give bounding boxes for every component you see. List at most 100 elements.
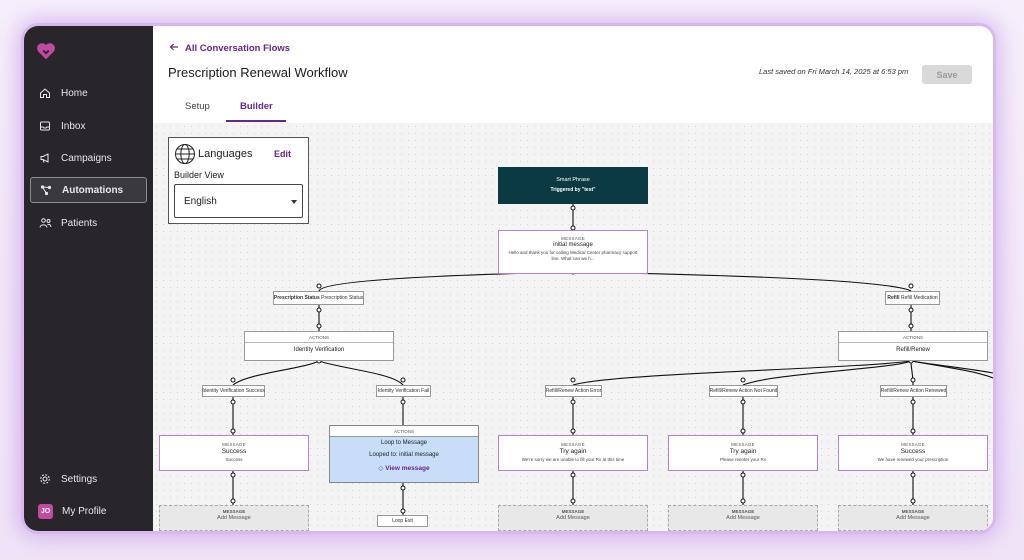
trigger-title: Smart Phrase	[556, 177, 590, 183]
flow-canvas[interactable]: Languages Edit Builder View English Smar…	[153, 123, 993, 531]
action-node-identity-verification[interactable]: ACTIONS Identity Verification	[244, 331, 394, 361]
add-message-kicker: MESSAGE	[561, 509, 585, 514]
message-node[interactable]: MESSAGE Try again We're sorry we are una…	[498, 435, 648, 471]
sidebar-item-label: Automations	[62, 184, 124, 196]
add-message-label: Add Message	[726, 515, 760, 521]
trigger-node[interactable]: Smart Phrase Triggered by "test"	[498, 167, 648, 204]
main-content: All Conversation Flows Prescription Rene…	[153, 26, 993, 531]
message-node[interactable]: MESSAGE Success Success	[159, 435, 309, 471]
chevron-down-icon	[291, 200, 297, 204]
megaphone-icon	[38, 151, 52, 165]
message-kicker: MESSAGE	[901, 442, 925, 447]
back-link-label: All Conversation Flows	[185, 43, 291, 54]
add-message-button[interactable]: MESSAGE Add Message	[159, 505, 309, 531]
message-kicker: MESSAGE	[222, 442, 246, 447]
view-message-link[interactable]: ◇ View message	[330, 464, 478, 472]
add-message-label: Add Message	[896, 515, 930, 521]
languages-panel: Languages Edit Builder View English	[168, 137, 309, 224]
sidebar-item-label: Patients	[61, 217, 98, 229]
add-message-button[interactable]: MESSAGE Add Message	[498, 505, 648, 531]
sidebar-item-profile[interactable]: JO My Profile	[30, 498, 147, 524]
active-tab-indicator	[226, 120, 286, 122]
add-message-button[interactable]: MESSAGE Add Message	[838, 505, 988, 531]
automation-icon	[39, 183, 53, 197]
page-title: Prescription Renewal Workflow	[168, 65, 348, 80]
outcome-pill[interactable]: Identity Verification Fail	[376, 385, 431, 397]
message-body: Hello and thank you for calling Medical …	[508, 250, 638, 262]
sidebar-item-automations[interactable]: Automations	[30, 177, 147, 203]
message-body: Please reenter your Rx	[719, 457, 767, 462]
message-node[interactable]: MESSAGE Success We have renewed your pre…	[838, 435, 988, 471]
tab-builder[interactable]: Builder	[240, 101, 273, 112]
message-kicker: MESSAGE	[561, 236, 585, 241]
arrow-left-icon	[169, 43, 179, 54]
sidebar: Home Inbox Campaigns Automations Patient…	[24, 26, 153, 531]
outcome-pill[interactable]: Identity Verification Success	[202, 385, 265, 397]
loop-title: Loop to Message	[380, 440, 428, 446]
last-saved-text: Last saved on Fri March 14, 2025 at 6:53…	[759, 67, 909, 76]
action-kicker: ACTIONS	[330, 426, 478, 437]
language-select[interactable]: English	[174, 184, 303, 218]
tab-setup[interactable]: Setup	[185, 101, 210, 112]
message-node[interactable]: MESSAGE Try again Please reenter your Rx	[668, 435, 818, 471]
sidebar-item-label: Campaigns	[61, 152, 112, 164]
sidebar-item-label: My Profile	[62, 505, 107, 517]
loop-target: Looped to: initial message	[369, 452, 439, 458]
language-select-value: English	[184, 195, 217, 207]
message-body: Success	[225, 457, 243, 462]
diamond-icon: ◇	[378, 465, 384, 472]
sidebar-item-settings[interactable]: Settings	[30, 466, 147, 492]
branch-keyword: Prescription Status	[273, 295, 320, 301]
app-window: Home Inbox Campaigns Automations Patient…	[24, 26, 993, 531]
loop-exit-pill[interactable]: Loop Exit	[377, 515, 428, 527]
outcome-pill[interactable]: Refill/Renew Action Renewed	[880, 385, 947, 397]
action-node-refill-renew[interactable]: ACTIONS Refill/Renew	[838, 331, 988, 361]
patients-icon	[38, 216, 52, 230]
loop-action-node[interactable]: ACTIONS Loop to Message Looped to: initi…	[329, 425, 479, 483]
message-title: Try again	[559, 448, 587, 455]
action-kicker: ACTIONS	[245, 332, 393, 343]
builder-view-label: Builder View	[174, 170, 224, 180]
branch-label: Refill Medication	[900, 295, 938, 301]
avatar: JO	[38, 503, 53, 519]
message-kicker: MESSAGE	[561, 442, 585, 447]
sidebar-item-label: Settings	[61, 473, 98, 485]
languages-edit-button[interactable]: Edit	[274, 149, 291, 159]
outcome-pill[interactable]: Refill/Renew Action Not Found	[709, 385, 778, 397]
back-link[interactable]: All Conversation Flows	[169, 43, 290, 54]
message-title: Try again	[729, 448, 757, 455]
add-message-kicker: MESSAGE	[731, 509, 755, 514]
trigger-subtitle: Triggered by "test"	[550, 187, 596, 193]
outcome-pill[interactable]: Refill/Renew Action Error	[545, 385, 602, 397]
add-message-label: Add Message	[217, 515, 251, 521]
add-message-kicker: MESSAGE	[901, 509, 925, 514]
sidebar-item-patients[interactable]: Patients	[30, 210, 147, 236]
sidebar-item-inbox[interactable]: Inbox	[30, 113, 147, 139]
add-message-kicker: MESSAGE	[222, 509, 246, 514]
save-button[interactable]: Save	[922, 65, 972, 84]
sidebar-item-home[interactable]: Home	[30, 80, 147, 106]
branch-keyword: Refill	[887, 295, 900, 301]
flow-connectors	[230, 204, 993, 515]
add-message-label: Add Message	[556, 515, 590, 521]
app-logo-icon[interactable]	[35, 40, 57, 62]
branch-label: Prescription Status	[321, 295, 364, 301]
action-title: Identity Verification	[293, 347, 345, 353]
sidebar-item-label: Home	[61, 87, 88, 99]
view-message-label: View message	[385, 465, 430, 472]
gear-icon	[38, 472, 52, 486]
message-body: We have renewed your prescription	[877, 457, 949, 462]
message-node-initial[interactable]: MESSAGE initial message Hello and thank …	[498, 230, 648, 274]
sidebar-item-campaigns[interactable]: Campaigns	[30, 145, 147, 171]
message-body: We're sorry we are unable to fill your R…	[521, 457, 625, 462]
inbox-icon	[38, 119, 52, 133]
languages-title: Languages	[198, 148, 253, 160]
message-title: Success	[900, 448, 926, 455]
message-title: Success	[221, 448, 247, 455]
branch-pill-refill[interactable]: Refill Refill Medication	[885, 291, 940, 305]
sidebar-item-label: Inbox	[61, 120, 86, 132]
action-kicker: ACTIONS	[839, 332, 987, 343]
message-title: initial message	[553, 242, 593, 248]
add-message-button[interactable]: MESSAGE Add Message	[668, 505, 818, 531]
branch-pill-prescription-status[interactable]: Prescription Status Prescription Status	[273, 291, 364, 305]
